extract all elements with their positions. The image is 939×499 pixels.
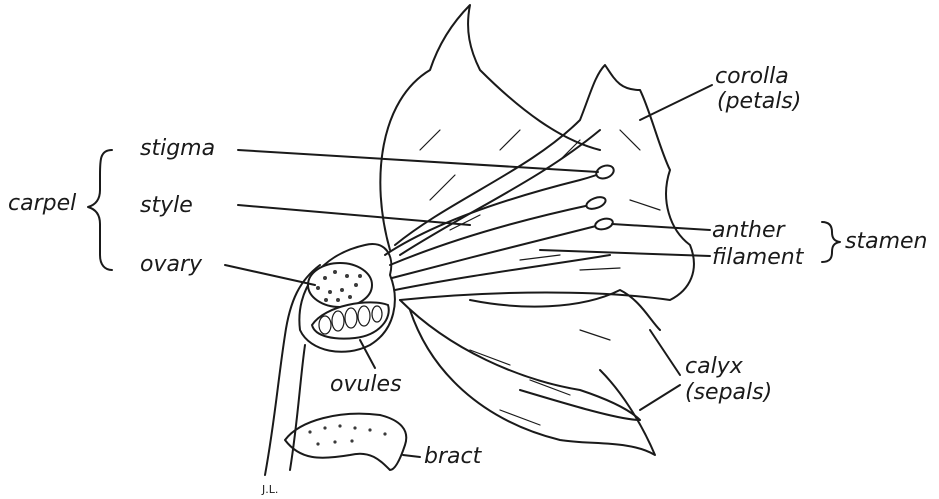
petal-veins (420, 130, 660, 270)
leader-ovary (225, 265, 315, 285)
label-ovules: ovules (330, 374, 402, 396)
filament-3 (395, 255, 610, 290)
label-calyx: calyx (685, 356, 743, 378)
label-anther: anther (712, 220, 785, 242)
label-sepals: (sepals) (685, 382, 772, 404)
carpel-brace (88, 150, 112, 270)
anther-1 (585, 195, 607, 211)
label-petals: (petals) (717, 91, 801, 113)
label-carpel: carpel (8, 193, 76, 215)
label-stamen: stamen (845, 231, 927, 253)
anther-2 (594, 217, 614, 231)
leader-calyx-2 (640, 385, 680, 410)
label-filament: filament (712, 247, 803, 269)
stamen-brace (822, 222, 840, 262)
ovary-locule-upper (308, 263, 372, 307)
petal-inner (400, 130, 600, 255)
leader-filament (540, 250, 710, 256)
leader-style (238, 205, 470, 225)
label-corolla: corolla (715, 66, 789, 88)
leader-stigma (238, 150, 598, 172)
leader-corolla (640, 85, 712, 120)
leader-bract (403, 455, 420, 457)
sepal-2 (410, 310, 655, 455)
leader-anther (612, 224, 710, 230)
label-style: style (140, 195, 193, 217)
leader-calyx-1 (650, 330, 680, 375)
label-bract: bract (424, 446, 481, 468)
bract-texture (308, 424, 386, 445)
label-stigma: stigma (140, 138, 215, 160)
bract-shape (285, 414, 406, 470)
petal-back (380, 5, 600, 250)
label-signature: J.L. (262, 484, 278, 495)
label-ovary: ovary (140, 254, 202, 276)
